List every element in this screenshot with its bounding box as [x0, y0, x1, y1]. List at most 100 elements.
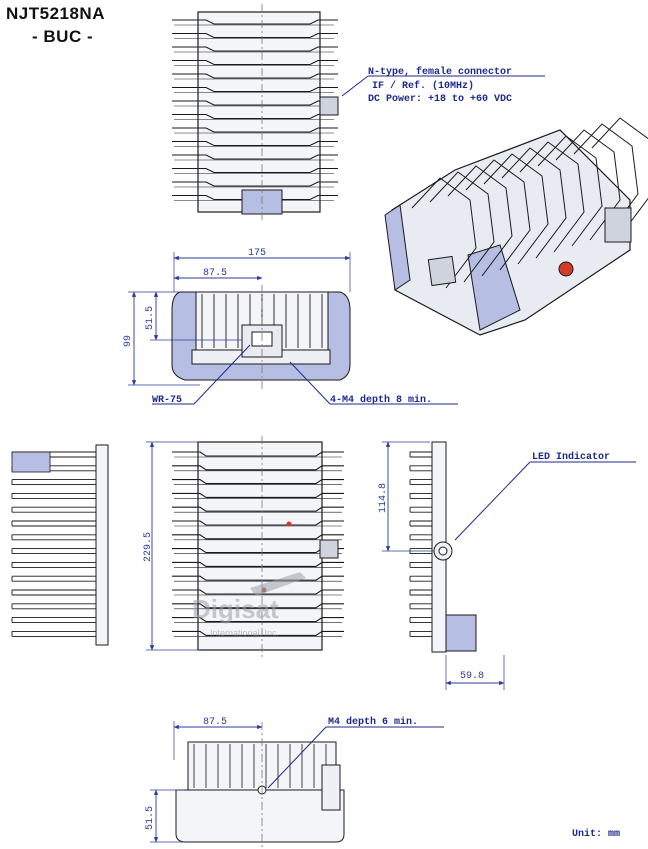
right-fin	[409, 617, 432, 624]
left-fin	[11, 617, 96, 624]
side-fin	[172, 534, 344, 540]
left-fin	[11, 603, 96, 610]
units-label: Unit: mm	[572, 828, 620, 840]
dim-right-depth: 59.8	[460, 671, 484, 682]
isometric-view	[384, 117, 648, 336]
right-profile-dimensions: LED Indicator 114.8 59.8	[378, 441, 636, 690]
label-bottom-mount: M4 depth 6 min.	[328, 716, 418, 728]
iso-fin	[591, 117, 648, 229]
right-profile-plate	[445, 614, 477, 652]
top-fin	[172, 73, 338, 79]
left-fin	[11, 575, 96, 582]
side-view-body	[197, 441, 323, 651]
watermark-brand: Digisat	[192, 594, 279, 624]
right-fin	[409, 520, 432, 527]
iso-fin	[501, 147, 567, 259]
left-profile-fins	[11, 451, 96, 637]
left-fin	[11, 548, 96, 555]
left-fin	[11, 561, 96, 568]
dim-bottom-height: 51.5	[145, 806, 156, 830]
side-fin	[172, 630, 344, 636]
left-fin	[11, 506, 96, 513]
side-fin	[172, 603, 344, 609]
right-fin	[409, 492, 432, 499]
dim-led-height: 114.8	[378, 483, 389, 513]
right-fin	[409, 603, 432, 610]
right-fin	[409, 479, 432, 486]
satellite-icon	[250, 572, 306, 596]
top-view	[172, 4, 339, 220]
iso-body-outline	[391, 129, 631, 336]
left-fin	[11, 479, 96, 486]
watermark: Digisat International, Inc.	[192, 572, 306, 638]
left-profile-base	[95, 444, 109, 646]
left-fin	[11, 492, 96, 499]
model-title: NJT5218NA	[6, 4, 105, 23]
dim-side-length: 229.5	[143, 532, 154, 562]
iso-side-plate	[604, 207, 632, 243]
left-fin	[11, 630, 96, 637]
iso-fin	[465, 159, 531, 271]
iso-led-indicator	[558, 261, 574, 277]
label-front-mount: 4-M4 depth 8 min.	[330, 394, 432, 406]
bottom-view-lower-body	[175, 789, 345, 843]
bottom-view-side-plate	[321, 764, 341, 811]
model-subtitle: - BUC -	[32, 27, 94, 46]
side-fin	[172, 506, 344, 512]
front-view	[171, 285, 351, 392]
right-fin	[409, 630, 432, 637]
iso-waveguide-port	[427, 255, 457, 287]
dim-front-height: 99	[123, 335, 134, 347]
callout-dc-power: DC Power: +18 to +60 VDC	[368, 94, 512, 105]
side-fin	[172, 451, 344, 457]
iso-left-shade	[384, 204, 411, 291]
side-view-red-dot-1	[286, 521, 292, 527]
iso-fin	[519, 141, 585, 253]
side-view	[172, 436, 344, 660]
right-fin	[409, 506, 432, 513]
right-fin	[409, 575, 432, 582]
top-fin	[172, 167, 338, 174]
watermark-sub: International, Inc.	[210, 628, 279, 638]
callout-if-ref: IF / Ref. (10MHz)	[372, 80, 474, 92]
dim-front-width: 175	[248, 248, 266, 259]
side-fin	[172, 617, 344, 623]
right-profile-view	[409, 441, 477, 653]
left-fin	[11, 534, 96, 541]
top-view-body	[197, 11, 321, 213]
top-fin	[172, 46, 338, 52]
side-view-dimensions: 229.5	[143, 441, 200, 651]
left-fin	[11, 520, 96, 527]
dim-front-upper: 51.5	[145, 306, 156, 330]
left-profile-view	[11, 444, 109, 646]
top-fin	[172, 140, 338, 147]
left-fin	[11, 589, 96, 596]
left-profile-shade	[11, 451, 51, 473]
front-view-dimensions: 175 87.5 99 51.5 WR-75 4-M4 depth 8 min.	[123, 248, 458, 406]
dim-front-half-width: 87.5	[203, 268, 227, 279]
side-fin	[172, 492, 344, 498]
side-fin	[172, 561, 344, 567]
bottom-view	[175, 722, 345, 848]
right-fin	[409, 589, 432, 596]
iso-fin	[411, 177, 477, 289]
side-fin	[172, 465, 344, 471]
iso-fin	[447, 165, 513, 277]
bottom-view-dimensions: 87.5 M4 depth 6 min. 51.5	[145, 716, 444, 843]
right-fin	[409, 465, 432, 472]
iso-fin	[537, 135, 603, 247]
callout-connector-type: N-type, female connector	[368, 66, 512, 78]
dim-bottom-half-width: 87.5	[203, 717, 227, 728]
iso-fin	[429, 171, 495, 283]
iso-fin	[573, 123, 639, 235]
iso-fin	[483, 153, 549, 265]
side-fin	[172, 575, 344, 581]
label-wr75: WR-75	[152, 395, 182, 406]
right-fin	[409, 451, 432, 458]
top-view-n-connector	[319, 96, 339, 116]
side-fin	[172, 479, 344, 485]
side-view-n-connector	[319, 539, 339, 559]
right-fin	[409, 534, 432, 541]
